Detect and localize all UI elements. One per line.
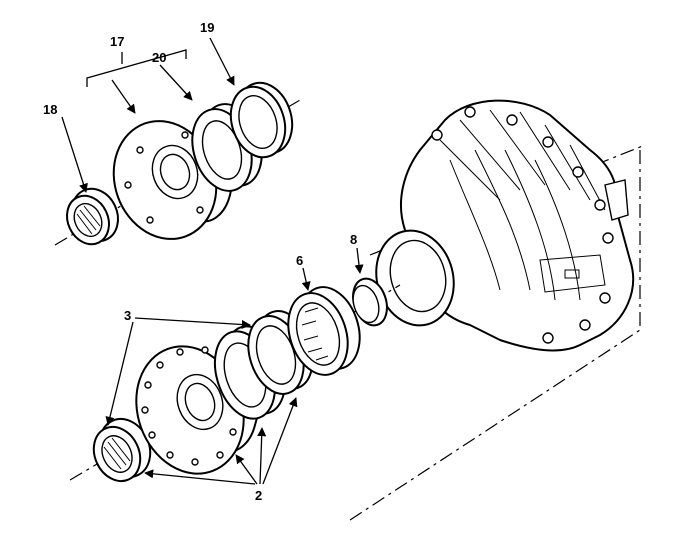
- callout-labels: 17 18 19 20 3 6 8 2: [43, 20, 357, 503]
- leader-3-right: [134, 317, 251, 330]
- callout-19: 19: [200, 20, 214, 35]
- lower-flange-assembly: [69, 277, 401, 483]
- leader-8: [354, 247, 364, 274]
- leader-2-flange: [235, 454, 258, 485]
- leader-19: [209, 37, 235, 86]
- leader-2-seal-inner: [262, 397, 298, 485]
- callout-3: 3: [124, 308, 131, 323]
- spacer-ring: [352, 277, 388, 327]
- differential-case: [349, 99, 646, 521]
- upper-seal: [191, 103, 263, 192]
- leader-20: [159, 64, 193, 101]
- callout-6: 6: [296, 253, 303, 268]
- leader-18: [61, 116, 88, 193]
- callout-18: 18: [43, 102, 57, 117]
- leader-6: [301, 267, 311, 291]
- callout-17: 17: [110, 34, 124, 49]
- callout-2: 2: [255, 488, 262, 503]
- leader-2-nut: [144, 469, 256, 485]
- leader-17-bracket: [86, 49, 187, 87]
- upper-dust-seal: [229, 81, 294, 159]
- case-pad: [539, 254, 606, 293]
- lower-nut: [92, 417, 152, 483]
- bearing: [287, 286, 361, 376]
- callout-20: 20: [152, 50, 166, 65]
- leader-17-flange: [111, 79, 136, 114]
- upper-flange-assembly: [54, 81, 301, 246]
- leader-2-seal: [257, 427, 267, 485]
- upper-nut: [66, 187, 119, 246]
- reference-line-bottom: [349, 329, 641, 521]
- leader-lines: [61, 37, 364, 485]
- leader-3-down: [105, 321, 134, 426]
- callout-8: 8: [350, 232, 357, 247]
